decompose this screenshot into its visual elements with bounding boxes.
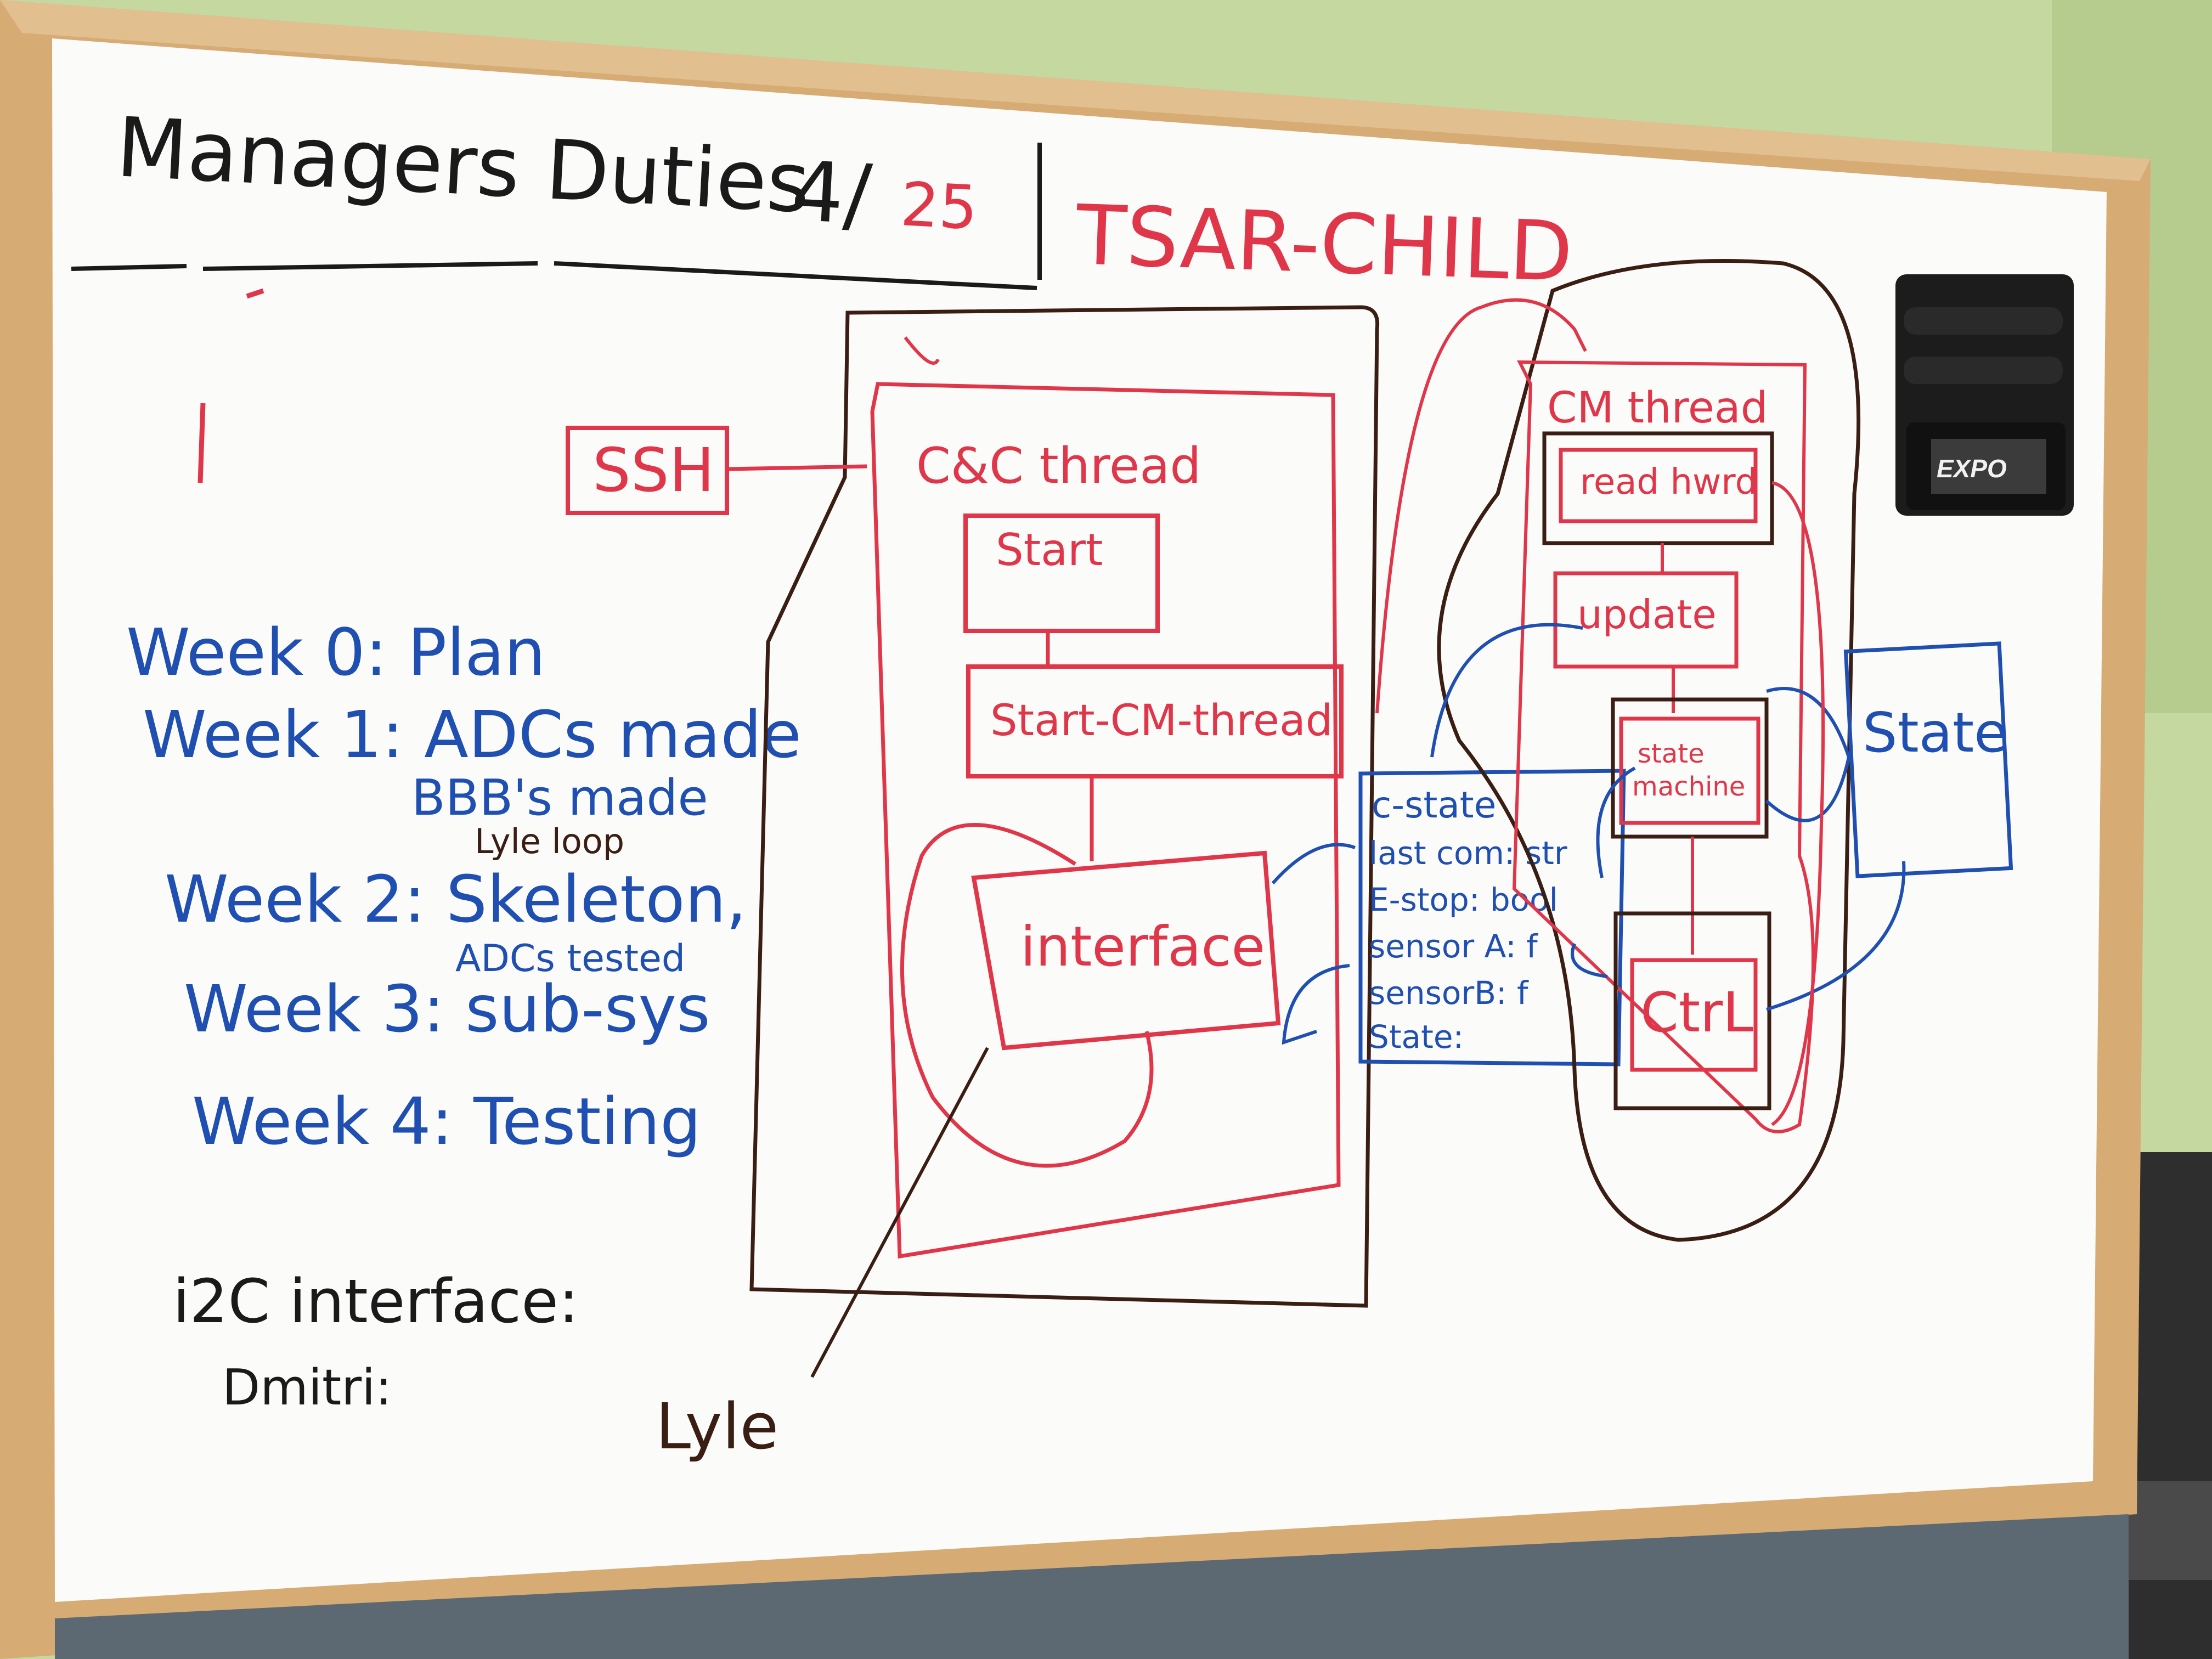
expo-eraser	[1931, 439, 2046, 494]
week3-label: Week 3: sub-sys	[184, 971, 710, 1047]
eraser-label: EXPO	[1937, 454, 2007, 483]
cc-thread-outline	[870, 382, 1341, 1259]
struct-field-estop: E-stop: bool	[1369, 881, 1558, 918]
interface-loop	[900, 823, 1154, 1168]
week2-label: Week 2: Skeleton,	[165, 861, 747, 937]
start-box	[963, 514, 1160, 633]
start-cm-label: Start-CM-thread	[990, 696, 1333, 746]
start-cm-box	[966, 664, 1344, 778]
owner-pointer	[810, 1047, 989, 1378]
cm-loop-arrow	[1771, 481, 1825, 1126]
update-box	[1553, 571, 1739, 669]
assignment-task: i2C interface:	[173, 1266, 579, 1336]
ssh-label: SSH	[592, 435, 714, 505]
update-label: update	[1577, 591, 1717, 637]
assignment: i2C interface: Dmitri:	[173, 1266, 579, 1417]
ssh-link	[726, 464, 867, 471]
struct-field-sensor-b: sensorB: f	[1369, 974, 1529, 1012]
struct-field-state: State:	[1369, 1018, 1464, 1056]
struct-box	[1358, 769, 1626, 1066]
read-hw-label: read hwrd	[1580, 462, 1757, 503]
week1-label: Week 1: ADCs made	[143, 697, 802, 772]
cm-thread-outline	[1512, 360, 1815, 1133]
assignment-person: Dmitri:	[222, 1359, 392, 1417]
sm-label-2: machine	[1632, 771, 1745, 802]
week0-label: Week 0: Plan	[126, 614, 545, 690]
frame-highlight	[0, 0, 2151, 181]
read-hw-outer	[1542, 431, 1774, 545]
sm-box	[1619, 716, 1760, 825]
sm-outer	[1611, 697, 1769, 839]
week2-note: ADCs tested	[455, 937, 685, 980]
cm-thread-label: CM thread	[1547, 383, 1768, 433]
interface-label: interface	[1020, 915, 1265, 979]
cm-process-outline	[1437, 259, 1861, 1242]
cc-thread-mark	[904, 336, 940, 365]
interface-read-arrow	[1282, 964, 1350, 1045]
struct-title: c-state	[1372, 784, 1496, 826]
ctrl-box	[1630, 958, 1758, 1072]
bottom-strip	[55, 1514, 2129, 1659]
update-write-arrow	[1430, 623, 1583, 758]
title-underline	[71, 261, 1037, 290]
schedule: Week 0: Plan Week 1: ADCs made BBB's mad…	[126, 614, 802, 1159]
ctrl-label: CtrL	[1640, 980, 1753, 1045]
state-label: State	[1863, 701, 2008, 765]
sm-state-arrow	[1765, 687, 1851, 822]
owner-label: Lyle	[656, 1390, 778, 1464]
ctrl-outer	[1613, 911, 1771, 1110]
interface-write-arrow	[1271, 843, 1356, 884]
start-label: Start	[996, 524, 1103, 575]
eraser-holder: EXPO	[1895, 274, 2074, 516]
week1-extra: BBB's made	[411, 769, 708, 827]
read-hw-box	[1559, 448, 1758, 523]
struct-field-last-com: last com: str	[1369, 834, 1567, 872]
sm-label-1: state	[1638, 738, 1705, 769]
sm-read-arrow	[1596, 766, 1636, 878]
state-ctrl-arrow	[1766, 861, 1906, 1011]
date-month: 4/	[789, 144, 874, 243]
project-name: TSAR-CHILD	[1074, 188, 1575, 301]
stray-mark	[198, 288, 264, 483]
week4-label: Week 4: Testing	[192, 1084, 701, 1159]
interface-box	[971, 850, 1281, 1051]
ctrl-read-arrow	[1571, 943, 1608, 978]
spawn-arrow	[1375, 298, 1587, 714]
cc-process-outline	[749, 305, 1380, 1308]
week1-note: Lyle loop	[475, 821, 624, 861]
struct-field-sensor-a: sensor A: f	[1369, 928, 1538, 965]
ssh-box	[566, 426, 729, 515]
cc-thread-label: C&C thread	[916, 437, 1201, 495]
date-day: 25	[899, 169, 979, 243]
state-box	[1843, 641, 2013, 878]
